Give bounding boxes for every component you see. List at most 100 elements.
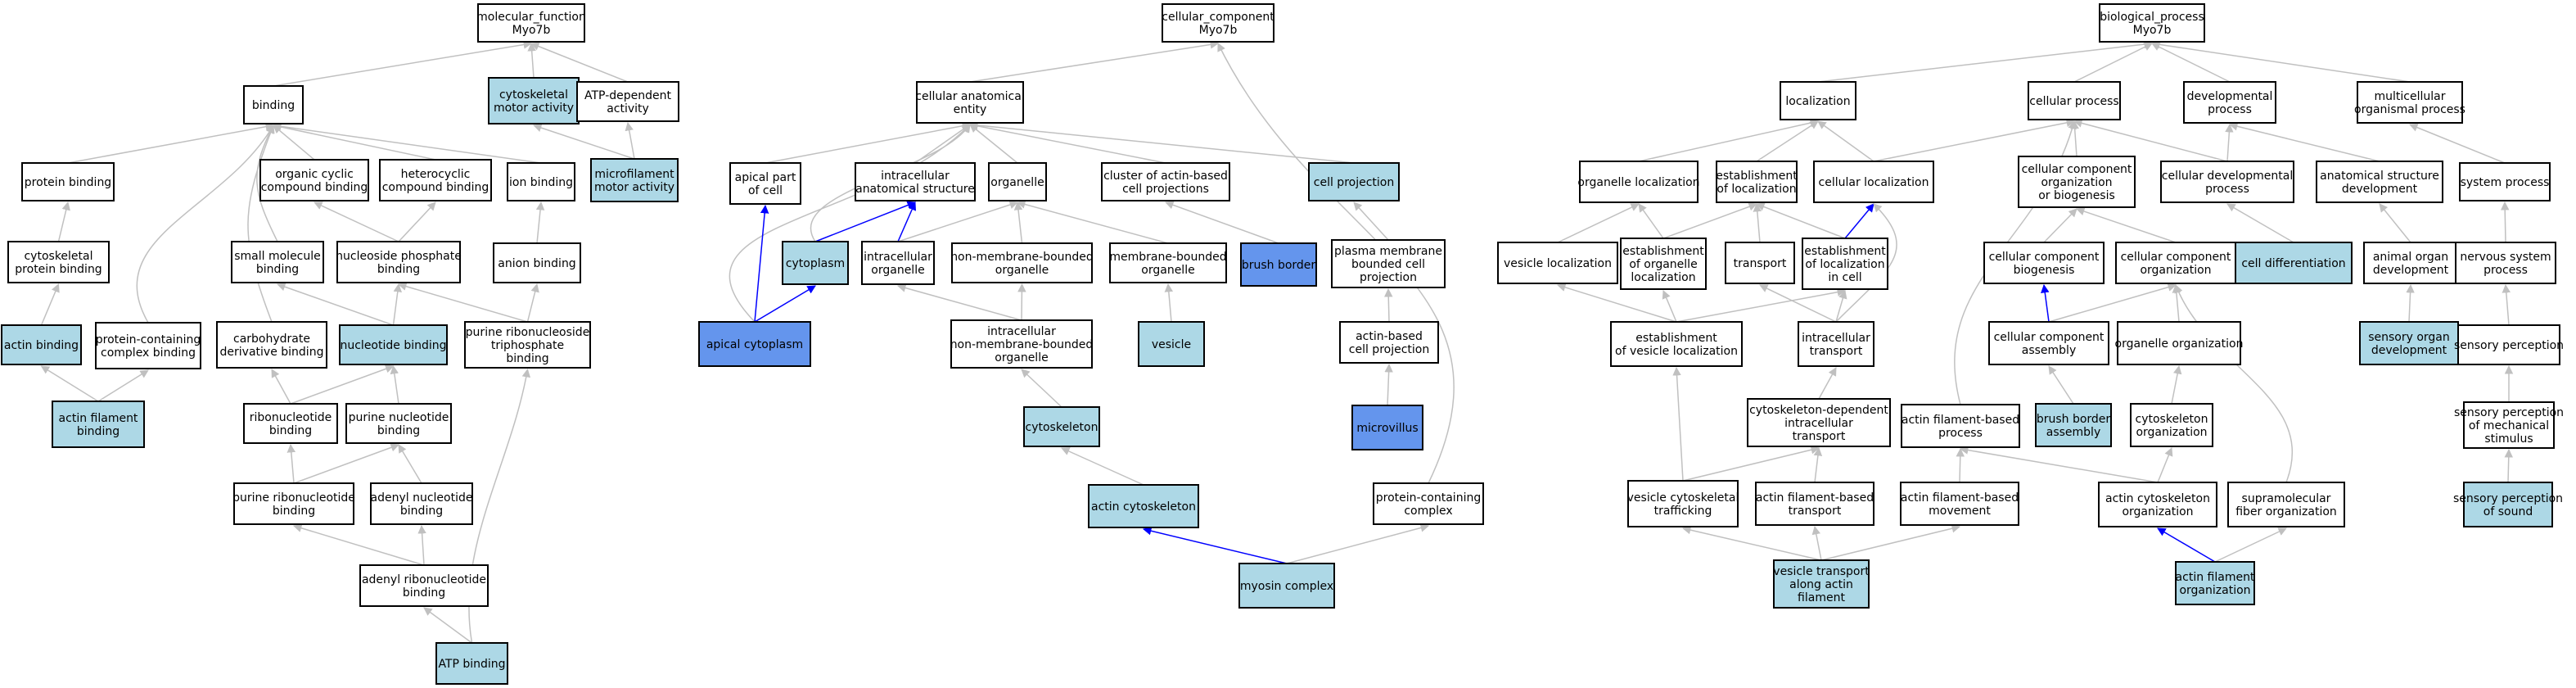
- node-box[interactable]: [2316, 161, 2443, 203]
- node-transport[interactable]: transport: [1725, 242, 1795, 284]
- node-cellular-localization[interactable]: cellular localization: [1813, 161, 1934, 203]
- node-box[interactable]: [916, 81, 1024, 124]
- node-box[interactable]: [1773, 559, 1870, 609]
- node-organelle-organization[interactable]: organelle organization: [2115, 321, 2244, 365]
- node-box[interactable]: [1755, 482, 1874, 526]
- node-box[interactable]: [336, 241, 461, 283]
- node-box[interactable]: [2357, 81, 2463, 124]
- node-box[interactable]: [1747, 398, 1891, 447]
- node-apical-cytoplasm[interactable]: apical cytoplasm: [698, 321, 811, 367]
- node-vesicle-localization[interactable]: vesicle localization: [1497, 242, 1618, 284]
- node-box[interactable]: [1983, 242, 2105, 284]
- node-box[interactable]: [243, 85, 304, 124]
- node-box[interactable]: [233, 482, 354, 525]
- node-box[interactable]: [1240, 242, 1317, 287]
- node-box[interactable]: [379, 159, 492, 201]
- node-box[interactable]: [861, 241, 935, 285]
- node-box[interactable]: [1802, 238, 1888, 290]
- node-ion-binding[interactable]: ion binding: [507, 162, 575, 201]
- node-box[interactable]: [2175, 561, 2255, 605]
- node-box[interactable]: [1780, 81, 1856, 120]
- node-box[interactable]: [2099, 3, 2205, 43]
- node-box[interactable]: [1627, 480, 1739, 527]
- node-box[interactable]: [477, 3, 585, 43]
- node-box[interactable]: [435, 642, 508, 685]
- node-box[interactable]: [951, 242, 1093, 283]
- node-box[interactable]: [339, 324, 448, 365]
- node-nucleotide-binding[interactable]: nucleotide binding: [339, 324, 448, 365]
- node-box[interactable]: [216, 321, 327, 369]
- node-box[interactable]: [2459, 162, 2551, 201]
- node-box[interactable]: [590, 158, 679, 202]
- node-box[interactable]: [1109, 242, 1227, 283]
- node-box[interactable]: [1238, 563, 1335, 609]
- node-cytoskeleton[interactable]: cytoskeleton: [1023, 406, 1100, 447]
- node-box[interactable]: [1373, 482, 1484, 525]
- node-box[interactable]: [231, 241, 324, 283]
- node-box[interactable]: [1308, 162, 1400, 201]
- node-box[interactable]: [988, 162, 1047, 201]
- node-box[interactable]: [698, 321, 811, 367]
- node-box[interactable]: [1725, 242, 1795, 284]
- node-myosin-complex[interactable]: myosin complex: [1238, 563, 1335, 609]
- node-intracellular-non-membrane-bounded-organelle[interactable]: intracellularnon-membrane-boundedorganel…: [950, 319, 1094, 369]
- node-box[interactable]: [7, 241, 110, 283]
- node-box[interactable]: [855, 162, 976, 201]
- node-box[interactable]: [2455, 242, 2556, 284]
- node-cell-projection[interactable]: cell projection: [1308, 162, 1400, 201]
- node-box[interactable]: [2463, 401, 2555, 449]
- node-box[interactable]: [1, 324, 82, 365]
- node-box[interactable]: [2028, 81, 2121, 120]
- node-box[interactable]: [359, 564, 489, 607]
- node-box[interactable]: [1162, 3, 1274, 43]
- node-box[interactable]: [2098, 482, 2217, 527]
- node-brush-border[interactable]: brush border: [1240, 242, 1317, 287]
- node-box[interactable]: [1023, 406, 1100, 447]
- node-box[interactable]: [1331, 239, 1446, 288]
- node-system-process[interactable]: system process: [2459, 162, 2551, 201]
- node-box[interactable]: [1351, 405, 1423, 450]
- node-box[interactable]: [243, 403, 338, 444]
- node-actin-cytoskeleton[interactable]: actin cytoskeleton: [1088, 484, 1199, 528]
- node-box[interactable]: [1579, 161, 1699, 203]
- node-box[interactable]: [1610, 321, 1743, 367]
- node-box[interactable]: [1101, 162, 1230, 201]
- node-box[interactable]: [2235, 242, 2353, 284]
- node-cytoplasm[interactable]: cytoplasm: [782, 241, 849, 285]
